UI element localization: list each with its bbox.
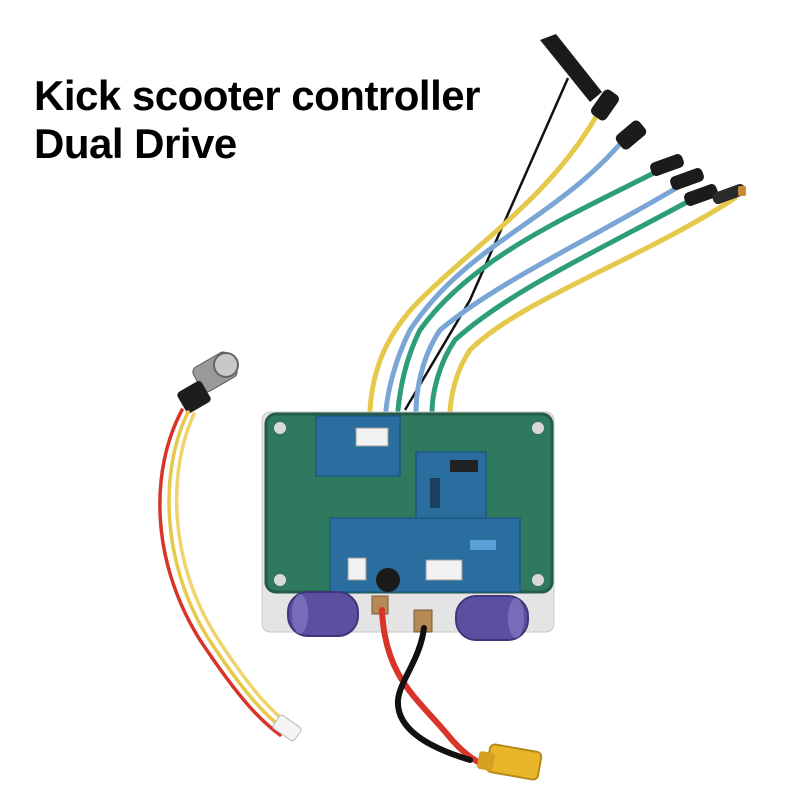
capacitors [287, 591, 529, 641]
product-title-line2: Dual Drive [34, 120, 237, 167]
motor-wire-bundle [367, 97, 738, 417]
product-title: Kick scooter controller Dual Drive [34, 72, 480, 168]
logic-board [315, 415, 521, 593]
xt60-connector [477, 743, 543, 781]
jst-connector [272, 714, 302, 742]
board-components [347, 427, 496, 592]
switch-cable [158, 408, 294, 737]
antenna [403, 34, 602, 411]
bullet-connectors [590, 89, 746, 206]
product-title-line1: Kick scooter controller [34, 72, 480, 119]
power-key-switch [177, 351, 239, 413]
